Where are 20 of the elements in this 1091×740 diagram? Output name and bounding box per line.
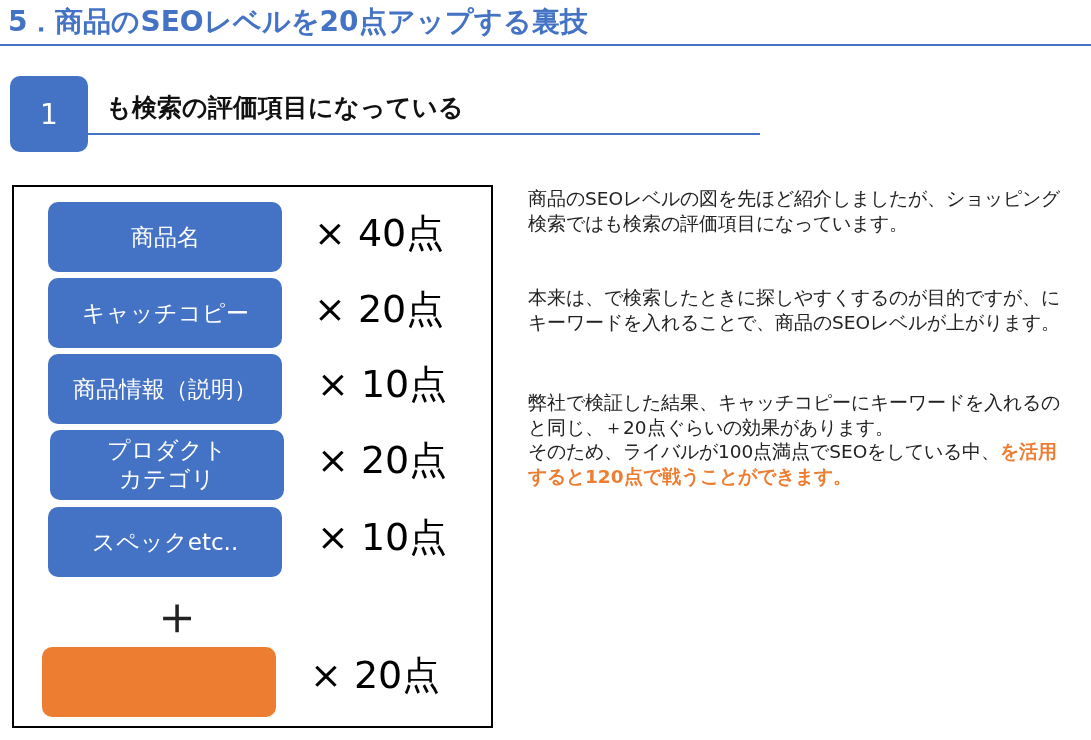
score-multiplier: × 10点 (317, 362, 448, 406)
body-paragraph: 商品のSEOレベルの図を先ほど紹介しましたが、ショッピング検索ではも検索の評価項目になっています。 (528, 187, 1061, 236)
slide-title: 5．商品のSEOレベルを20点アップする裏技 (8, 4, 588, 40)
category-box: 商品名 (48, 202, 282, 272)
category-box: キャッチコピー (48, 278, 282, 348)
category-box: プロダクトカテゴリ (50, 430, 284, 500)
section-heading: も検索の評価項目になっている (106, 92, 464, 124)
body-paragraph: そのため、ライバルが100点満点でSEOをしている中、を活用すると120点で戦うことができます。 (528, 440, 1059, 489)
score-multiplier: × 20点 (314, 287, 445, 331)
score-multiplier: × 10点 (317, 515, 448, 559)
category-box: 商品情報（説明） (48, 354, 282, 424)
highlight-box (42, 647, 276, 717)
score-multiplier: × 40点 (314, 211, 445, 255)
score-multiplier: × 20点 (317, 438, 448, 482)
body-paragraph: 本来は、で検索したときに探しやすくするのが目的ですが、にキーワードを入れることで、商品のSEOレベルが上がります。 (528, 286, 1061, 335)
plus-sign: ＋ (150, 589, 204, 643)
number-badge: 1 (10, 76, 88, 152)
score-multiplier: × 20点 (310, 653, 441, 697)
body-paragraph: 弊社で検証した結果、キャッチコピーにキーワードを入れるのと同じ、＋20点ぐらいの効果があります。 (528, 391, 1061, 440)
category-box: スペックetc.. (48, 507, 282, 577)
